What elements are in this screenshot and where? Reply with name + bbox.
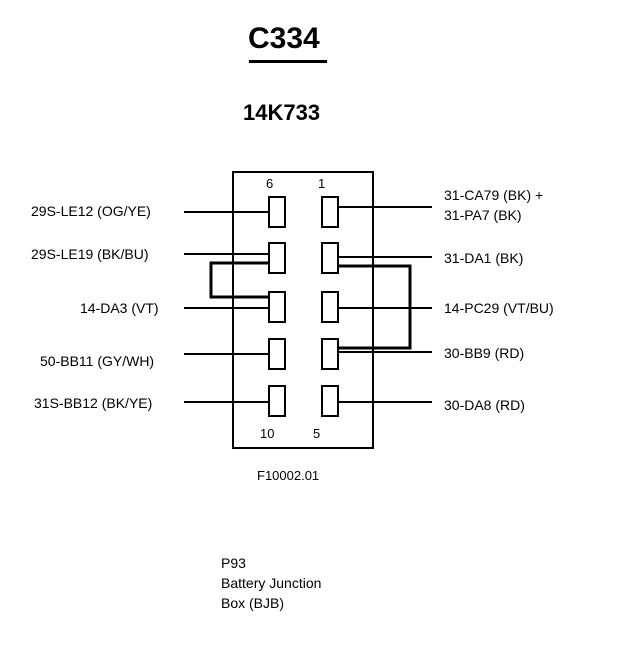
wire-label-left: 50-BB11 (GY/WH) [40, 353, 155, 369]
splice-left [209, 261, 269, 299]
pin-8 [268, 291, 286, 323]
wire-label-right: 31-DA1 (BK) [444, 250, 524, 266]
pin-1 [321, 196, 339, 228]
caption-line-2: Battery Junction [221, 575, 322, 591]
part-number: 14K733 [243, 100, 321, 125]
pin-number-10: 10 [260, 426, 275, 441]
pin-10 [268, 385, 286, 417]
splice-right [338, 264, 412, 350]
wire-label-left: 31S-BB12 (BK/YE) [34, 395, 153, 411]
pin-number-1: 1 [318, 176, 326, 191]
wire-label-left: 14-DA3 (VT) [80, 300, 159, 316]
wire-label-right: 14-PC29 (VT/BU) [444, 300, 554, 316]
pin-6 [268, 196, 286, 228]
pin-3 [321, 291, 339, 323]
wire-label-right: 30-DA8 (RD) [444, 397, 525, 413]
wire-label-left: 29S-LE19 (BK/BU) [31, 246, 149, 262]
pin-7 [268, 242, 286, 274]
pin-number-5: 5 [313, 426, 321, 441]
connector-body [232, 171, 374, 449]
wire-label-right: 31-PA7 (BK) [444, 207, 522, 223]
wire-label-right: 30-BB9 (RD) [444, 345, 525, 361]
caption-line-3: Box (BJB) [221, 595, 285, 611]
figure-id: F10002.01 [257, 468, 320, 483]
pin-4 [321, 338, 339, 370]
wire-label-left: 29S-LE12 (OG/YE) [31, 203, 151, 219]
wire-label-right: 31-CA79 (BK) + [444, 187, 544, 203]
pin-2 [321, 242, 339, 274]
title-underline [249, 60, 327, 63]
pin-number-6: 6 [266, 176, 274, 191]
pin-9 [268, 338, 286, 370]
connector-title: C334 [248, 22, 320, 55]
pin-5 [321, 385, 339, 417]
caption-line-1: P93 [221, 555, 246, 571]
